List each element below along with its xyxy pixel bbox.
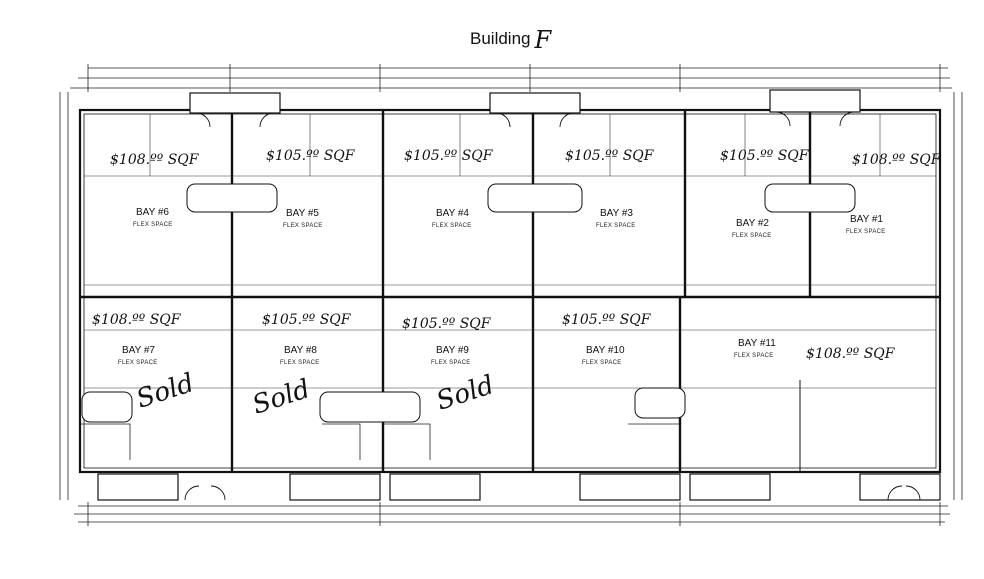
price-bay-10: $105.ºº SQF [562, 312, 652, 328]
bay-4-name: BAY #4 [436, 208, 469, 219]
title-prefix: Building [470, 29, 531, 48]
price-bay-4: $105.ºº SQF [404, 148, 494, 164]
dimension-lines [59, 64, 963, 526]
bay-7-type: FLEX SPACE [118, 360, 158, 366]
price-bay-7: $108.ºº SQF [92, 312, 182, 328]
bay-6-type: FLEX SPACE [133, 222, 173, 228]
price-bay-3: $105.ºº SQF [565, 148, 655, 164]
bay-1-name: BAY #1 [850, 214, 883, 225]
bay-1-type: FLEX SPACE [846, 229, 886, 235]
bay-11-type: FLEX SPACE [734, 353, 774, 359]
bay-2-type: FLEX SPACE [732, 233, 772, 239]
bay-8-name: BAY #8 [284, 345, 317, 356]
entry-vestibules [97, 89, 941, 501]
price-bay-8: $105.ºº SQF [262, 312, 352, 328]
bay-3-type: FLEX SPACE [596, 223, 636, 229]
sold-mark-bay-7: Sold [133, 368, 198, 415]
bay-7-name: BAY #7 [122, 345, 155, 356]
title-letter: F [534, 26, 552, 54]
price-bay-5: $105.ºº SQF [266, 148, 356, 164]
bay-10-name: BAY #10 [586, 345, 625, 356]
bay-9-type: FLEX SPACE [431, 360, 471, 366]
door-swings [184, 111, 921, 501]
bay-4-type: FLEX SPACE [432, 223, 472, 229]
bay-5-name: BAY #5 [286, 208, 319, 219]
bay-8-type: FLEX SPACE [280, 360, 320, 366]
restroom-walls [80, 423, 681, 460]
bay-3-name: BAY #3 [600, 208, 633, 219]
restroom-fixtures [81, 183, 856, 423]
bay-2-name: BAY #2 [736, 218, 769, 229]
bay-9-name: BAY #9 [436, 345, 469, 356]
bay-5-type: FLEX SPACE [283, 223, 323, 229]
sold-mark-bay-9: Sold [433, 370, 498, 417]
price-bay-6: $108.ºº SQF [110, 152, 200, 168]
grid-lines [84, 114, 936, 389]
price-bay-11: $108.ºº SQF [806, 346, 896, 362]
bay-11-name: BAY #11 [738, 338, 776, 349]
sold-mark-bay-8: Sold [249, 374, 314, 421]
price-bay-2: $105.ºº SQF [720, 148, 810, 164]
price-bay-1: $108.ºº SQF [852, 152, 942, 168]
bay-6-name: BAY #6 [136, 207, 169, 218]
bay-10-type: FLEX SPACE [582, 360, 622, 366]
price-bay-9: $105.ºº SQF [402, 316, 492, 332]
